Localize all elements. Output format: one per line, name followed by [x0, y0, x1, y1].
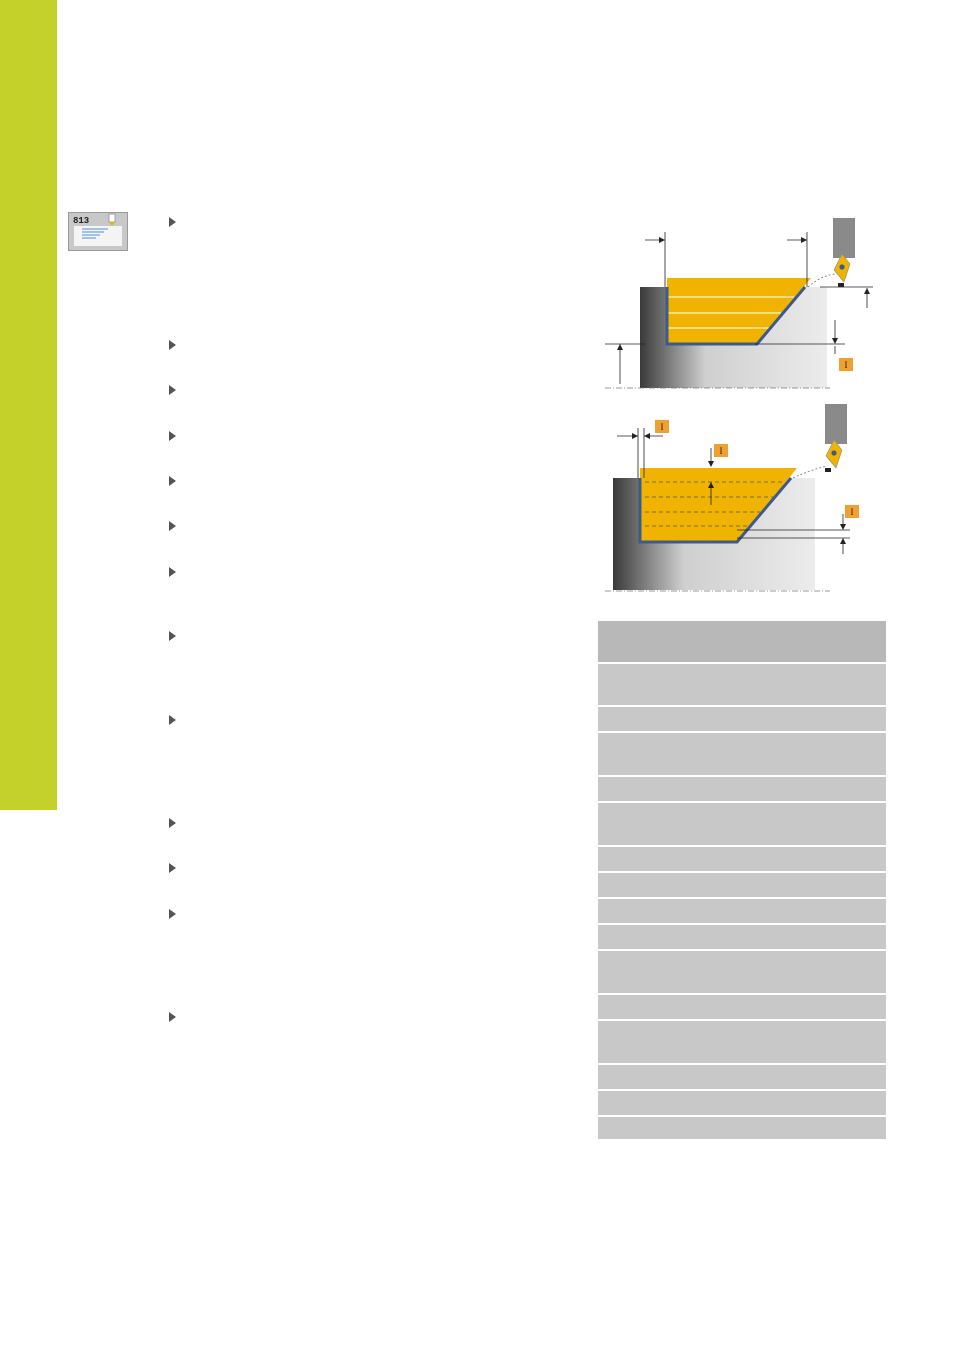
bullet-icon	[169, 818, 176, 828]
marker-label: I	[661, 422, 664, 432]
table-row	[598, 873, 886, 899]
tool-holder	[833, 218, 855, 258]
table-row	[598, 1117, 886, 1141]
tool-holder	[825, 404, 847, 444]
bullet-icon	[169, 909, 176, 919]
table-row	[598, 951, 886, 995]
table-row	[598, 1091, 886, 1117]
bullet-icon	[169, 1012, 176, 1022]
table-row	[598, 995, 886, 1021]
stock-material	[640, 468, 797, 542]
bullet-icon	[169, 715, 176, 725]
bullet-icon	[169, 567, 176, 577]
table-row	[598, 733, 886, 777]
roughing-diagram-1: I	[605, 218, 873, 389]
cycle-813-icon: 813	[68, 212, 128, 251]
roughing-diagram-2: I I I	[605, 404, 859, 592]
table-row	[598, 847, 886, 873]
table-row	[598, 803, 886, 847]
bullet-icon	[169, 385, 176, 395]
finished-contour	[638, 477, 793, 544]
bullet-icon	[169, 340, 176, 350]
table-row	[598, 1021, 886, 1065]
table-row	[598, 1065, 886, 1091]
bullet-icon	[169, 863, 176, 873]
bullet-icon	[169, 521, 176, 531]
bullet-icon	[169, 476, 176, 486]
bullet-icon	[169, 217, 176, 227]
table-row	[598, 925, 886, 951]
cycle-number: 813	[73, 216, 89, 226]
marker-label: I	[720, 446, 723, 456]
table-row	[598, 621, 886, 664]
marker-label: I	[851, 507, 854, 517]
finished-contour	[665, 286, 807, 346]
parameter-table	[598, 621, 886, 1141]
bullet-icon	[169, 431, 176, 441]
side-color-band	[0, 0, 57, 810]
marker-label: I	[845, 360, 848, 370]
table-row	[598, 899, 886, 925]
table-row	[598, 707, 886, 733]
table-row	[598, 664, 886, 707]
table-row	[598, 777, 886, 803]
bullet-icon	[169, 631, 176, 641]
